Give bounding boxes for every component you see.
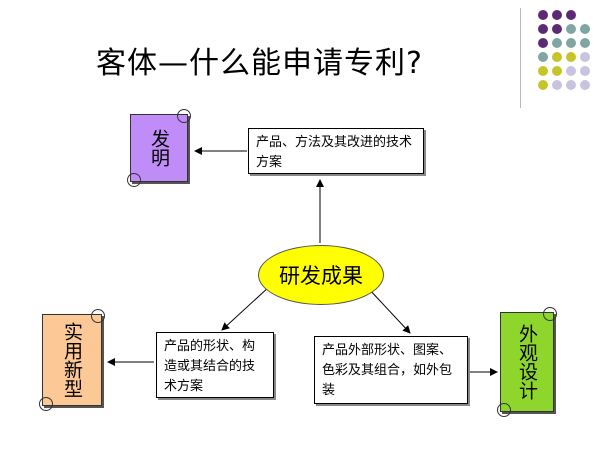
left-box: 产品的形状、构造或其结合的技术方案 (156, 332, 274, 398)
top-box-text: 产品、方法及其改进的技术方案 (256, 135, 413, 170)
dot-r5-c4 (580, 66, 590, 76)
divider-line (520, 8, 521, 108)
invention-scroll-label: 发明 (148, 129, 170, 167)
design-scroll: 外观设计 (497, 307, 557, 417)
top-box: 产品、方法及其改进的技术方案 (248, 128, 424, 174)
dot-r6-c4 (580, 80, 590, 90)
dot-r2-c2 (552, 24, 562, 34)
page-title: 客体—什么能申请专利? (96, 46, 423, 81)
right-box-text: 产品外部形状、图案、色彩及其组合，如外包装 (322, 343, 453, 398)
dot-r3-c4 (580, 38, 590, 48)
dot-r4-c4 (580, 52, 590, 62)
dot-r1-c3 (566, 10, 576, 20)
dot-r2-c3 (566, 24, 576, 34)
dot-r3-c3 (566, 38, 576, 48)
dot-r3-c1 (538, 38, 548, 48)
dot-r4-c1 (538, 52, 548, 62)
dot-r4-c2 (552, 52, 562, 62)
dot-r4-c3 (566, 52, 576, 62)
arrow-center-to-right-box (367, 287, 411, 334)
dot-r6-c1 (538, 80, 548, 90)
arrow-center-to-left-box (221, 285, 271, 331)
center-ellipse: 研发成果 (258, 245, 384, 305)
left-box-text: 产品的形状、构造或其结合的技术方案 (164, 339, 256, 394)
dot-r2-c4 (580, 24, 590, 34)
dot-r6-c2 (552, 80, 562, 90)
center-label: 研发成果 (279, 264, 363, 288)
invention-scroll: 发明 (127, 109, 191, 187)
dot-r1-c2 (552, 10, 562, 20)
dot-r5-c3 (566, 66, 576, 76)
utility-scroll-label: 实用新型 (61, 322, 83, 398)
dot-r5-c2 (552, 66, 562, 76)
dot-r2-c1 (538, 24, 548, 34)
design-scroll-label: 外观设计 (516, 324, 538, 400)
right-box: 产品外部形状、图案、色彩及其组合，如外包装 (314, 336, 468, 404)
dot-r6-c3 (566, 80, 576, 90)
dot-r5-c1 (538, 66, 548, 76)
utility-scroll: 实用新型 (39, 309, 105, 411)
dot-r1-c1 (538, 10, 548, 20)
dot-r3-c2 (552, 38, 562, 48)
